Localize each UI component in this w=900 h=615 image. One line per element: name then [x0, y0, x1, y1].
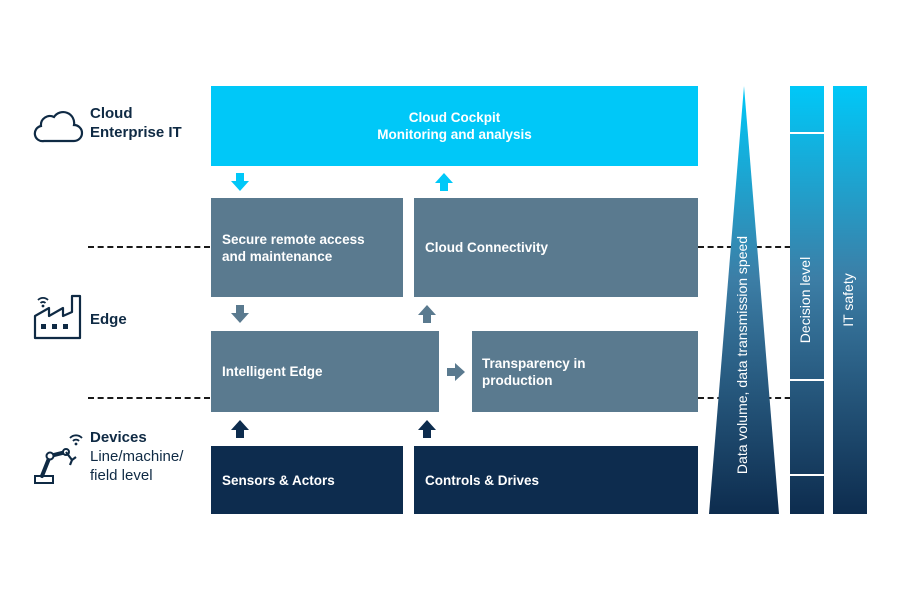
- it-safety-label: IT safety: [840, 273, 856, 327]
- transparency-box: Transparency in production: [472, 331, 698, 412]
- devices-layer-title: Devices: [90, 429, 147, 446]
- cloud-connectivity-box: Cloud Connectivity: [414, 198, 698, 297]
- devices-layer-label: Devices Line/machine/ field level: [90, 428, 220, 485]
- secure-remote-line1: Secure remote access: [222, 231, 365, 247]
- cloud-cockpit-subtitle: Monitoring and analysis: [377, 127, 532, 142]
- cloud-cockpit-title: Cloud Cockpit: [408, 110, 501, 125]
- decision-level-label: Decision level: [797, 256, 813, 344]
- cloud-layer-title: Cloud: [90, 105, 133, 122]
- it-safety-bar: [833, 86, 867, 514]
- decision-level-divider: [790, 379, 824, 381]
- separator-edge-devices-left: [88, 397, 210, 399]
- arrow-up-icon: [231, 420, 249, 438]
- secure-remote-line2: and maintenance: [222, 248, 333, 264]
- controls-drives-box: Controls & Drives: [414, 446, 698, 514]
- transparency-line1: Transparency in: [482, 355, 586, 371]
- decision-level-divider: [790, 132, 824, 134]
- edge-layer-title: Edge: [90, 311, 127, 328]
- data-volume-label: Data volume, data transmission speed: [734, 235, 750, 475]
- decision-level-bar: [790, 86, 824, 514]
- cloud-layer-subtitle: Enterprise IT: [90, 124, 182, 141]
- intelligent-edge-label: Intelligent Edge: [222, 364, 323, 379]
- arrow-down-icon: [231, 173, 249, 191]
- arrow-up-icon: [435, 173, 453, 191]
- arrow-down-icon: [231, 305, 249, 323]
- sensors-actors-box: Sensors & Actors: [211, 446, 403, 514]
- secure-remote-access-box: Secure remote access and maintenance: [211, 198, 403, 297]
- devices-layer-subtitle-line2: field level: [90, 467, 153, 484]
- edge-layer-label: Edge: [90, 310, 210, 329]
- robot-arm-icon: [34, 434, 83, 484]
- transparency-line2: production: [482, 372, 553, 388]
- arrow-up-icon: [418, 305, 436, 323]
- sensors-actors-label: Sensors & Actors: [222, 472, 335, 488]
- data-volume-triangle: [709, 86, 779, 514]
- arrow-up-icon: [418, 420, 436, 438]
- arrow-right-icon: [447, 363, 465, 381]
- devices-layer-subtitle-line1: Line/machine/: [90, 448, 184, 465]
- cloud-layer-label: Cloud Enterprise IT: [90, 104, 220, 142]
- separator-cloud-edge-left: [88, 246, 210, 248]
- cloud-icon: [33, 110, 84, 143]
- decision-level-divider: [790, 474, 824, 476]
- cloud-connectivity-label: Cloud Connectivity: [425, 240, 549, 255]
- controls-drives-label: Controls & Drives: [425, 472, 540, 488]
- intelligent-edge-box: Intelligent Edge: [211, 331, 439, 412]
- factory-icon: [33, 294, 82, 340]
- cloud-cockpit-box: Cloud Cockpit Monitoring and analysis: [211, 86, 698, 166]
